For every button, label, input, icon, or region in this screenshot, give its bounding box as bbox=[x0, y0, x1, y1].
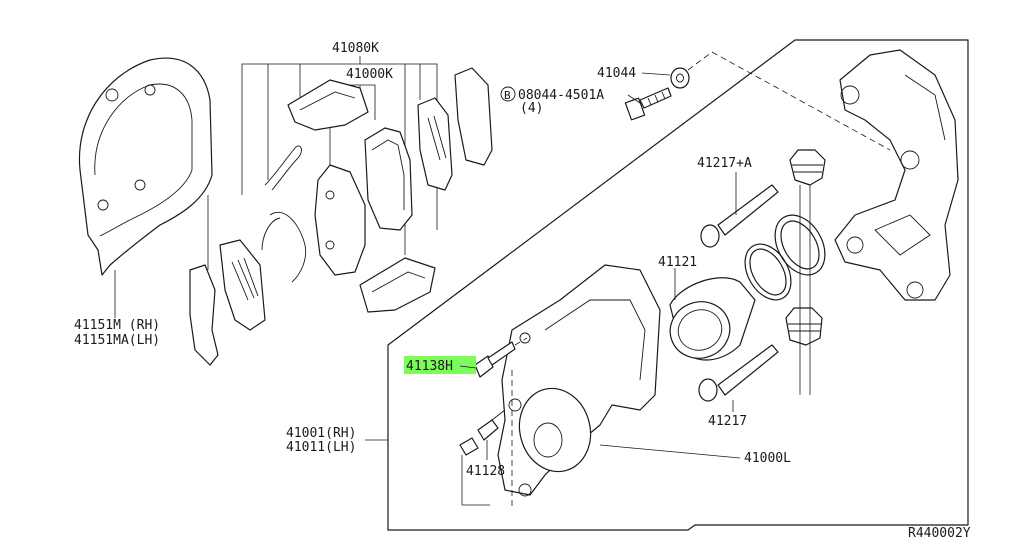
label-41151-lh: 41151MA(LH) bbox=[74, 333, 160, 348]
label-bolt-code: 08044-4501A bbox=[518, 88, 604, 103]
highlight-41138h bbox=[404, 356, 476, 374]
bolt-dash-line bbox=[687, 51, 891, 151]
caliper-piston[interactable] bbox=[662, 268, 756, 367]
bleeder-screw[interactable] bbox=[459, 409, 506, 456]
washer-41044[interactable] bbox=[670, 67, 690, 89]
boot-lower[interactable] bbox=[785, 307, 823, 346]
label-41217: 41217 bbox=[708, 414, 747, 429]
label-41001-rh: 41001(RH) bbox=[286, 426, 356, 441]
caliper-bolt[interactable] bbox=[624, 87, 672, 121]
piston-seal-inner[interactable] bbox=[736, 236, 801, 308]
reference-code: R440002Y bbox=[908, 526, 971, 541]
label-41044: 41044 bbox=[597, 66, 636, 81]
caliper-guide-bolt[interactable] bbox=[474, 341, 516, 378]
brake-pad-inner[interactable] bbox=[364, 127, 413, 231]
pad-shim-right[interactable] bbox=[417, 67, 493, 191]
label-41151-rh: 41151M (RH) bbox=[74, 318, 160, 333]
torque-member[interactable] bbox=[834, 49, 959, 301]
backing-plate-part[interactable] bbox=[78, 57, 213, 318]
boot-upper[interactable] bbox=[789, 149, 826, 186]
slide-pin-lower[interactable] bbox=[698, 344, 779, 412]
label-41000k: 41000K bbox=[346, 67, 393, 82]
pad-clip-upper[interactable] bbox=[287, 79, 369, 131]
label-bolt-qty: (4) bbox=[520, 101, 543, 116]
label-41080k: 41080K bbox=[332, 41, 379, 56]
label-41000l: 41000L bbox=[744, 451, 791, 466]
slide-pin-upper[interactable] bbox=[700, 172, 779, 248]
label-41128: 41128 bbox=[466, 464, 505, 479]
brake-pad-outer[interactable] bbox=[314, 164, 366, 276]
label-41121: 41121 bbox=[658, 255, 697, 270]
label-41138h: 41138H bbox=[406, 359, 453, 374]
caliper-body[interactable] bbox=[497, 264, 661, 497]
anti-rattle-spring[interactable] bbox=[261, 145, 307, 283]
label-bolt-circle: B bbox=[504, 89, 511, 102]
pad-clip-lower[interactable] bbox=[359, 257, 436, 313]
pad-shim-outer-left[interactable] bbox=[189, 239, 266, 366]
label-41011-lh: 41011(LH) bbox=[286, 440, 356, 455]
assembly-outline-41000l bbox=[387, 39, 969, 531]
bolt-callout-circle bbox=[500, 86, 516, 102]
label-41217a: 41217+A bbox=[697, 156, 752, 171]
